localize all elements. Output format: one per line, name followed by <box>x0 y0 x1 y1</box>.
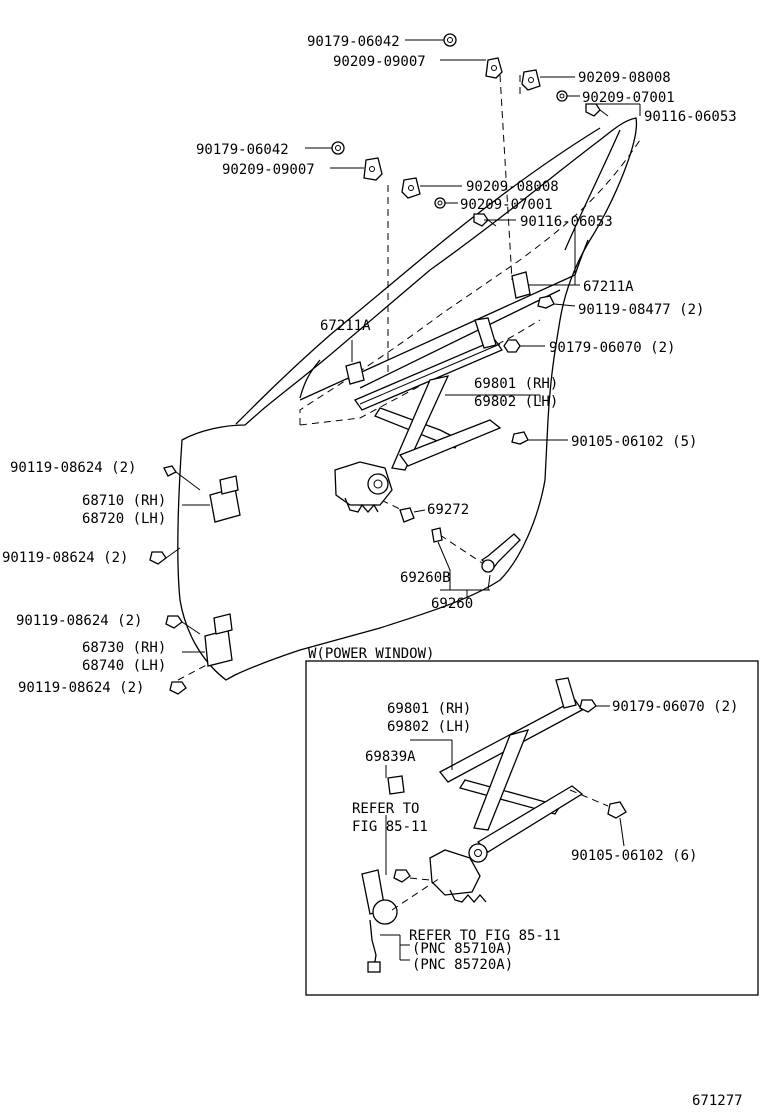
label-c17: 90105-06102 (5) <box>571 434 697 450</box>
label-pw9: (PNC 85710A) <box>412 941 513 957</box>
clip-parts-upper <box>305 33 641 227</box>
label-c1: 90179-06042 <box>307 34 400 50</box>
label-c5: 90116-06053 <box>644 109 737 125</box>
power-window-regulator <box>361 677 627 973</box>
label-c7: 90209-09007 <box>222 162 315 178</box>
guide-lines <box>177 74 521 681</box>
label-c20: 68720 (LH) <box>82 511 166 527</box>
label-pw7: 90105-06102 (6) <box>571 848 697 864</box>
label-c6: 90179-06042 <box>196 142 289 158</box>
label-pw5: REFER TO <box>352 801 419 817</box>
label-c25: 90119-08624 (2) <box>16 613 142 629</box>
door-hinges <box>149 465 241 695</box>
label-c8: 90209-08008 <box>466 179 559 195</box>
label-pw2: 69802 (LH) <box>387 719 471 735</box>
label-c4: 90209-07001 <box>582 90 675 106</box>
part-labels: 90179-06042 90209-09007 90209-08008 9020… <box>2 34 743 1109</box>
label-pw4: 90179-06070 (2) <box>612 699 738 715</box>
label-c22: 69272 <box>427 502 469 518</box>
label-pw3: 69839A <box>365 749 416 765</box>
power-window-title: W(POWER WINDOW) <box>308 646 434 662</box>
label-c28: 90119-08624 (2) <box>18 680 144 696</box>
label-c11: 67211A <box>583 279 634 295</box>
label-c2: 90209-09007 <box>333 54 426 70</box>
label-c19: 68710 (RH) <box>82 493 166 509</box>
label-pw8: REFER TO FIG 85-11 <box>409 928 561 944</box>
label-pw1: 69801 (RH) <box>387 701 471 717</box>
label-c15: 69801 (RH) <box>474 376 558 392</box>
label-c13: 67211A <box>320 318 371 334</box>
label-pw10: (PNC 85720A) <box>412 957 513 973</box>
label-c23: 69260B <box>400 570 451 586</box>
label-c26: 68730 (RH) <box>82 640 166 656</box>
power-window-box <box>305 660 759 996</box>
label-c10: 90116-06053 <box>520 214 613 230</box>
label-c14: 90179-06070 (2) <box>549 340 675 356</box>
label-c16: 69802 (LH) <box>474 394 558 410</box>
figure-number: 671277 <box>692 1093 743 1109</box>
label-c9: 90209-07001 <box>460 197 553 213</box>
label-c12: 90119-08477 (2) <box>578 302 704 318</box>
glass-channels <box>345 225 580 385</box>
door-outline <box>177 117 638 681</box>
label-c21: 90119-08624 (2) <box>2 550 128 566</box>
label-c18: 90119-08624 (2) <box>10 460 136 476</box>
label-pw6: FIG 85-11 <box>352 819 428 835</box>
label-c27: 68740 (LH) <box>82 658 166 674</box>
manual-regulator <box>334 317 568 598</box>
label-c3: 90209-08008 <box>578 70 671 86</box>
label-c24: 69260 <box>431 596 473 612</box>
